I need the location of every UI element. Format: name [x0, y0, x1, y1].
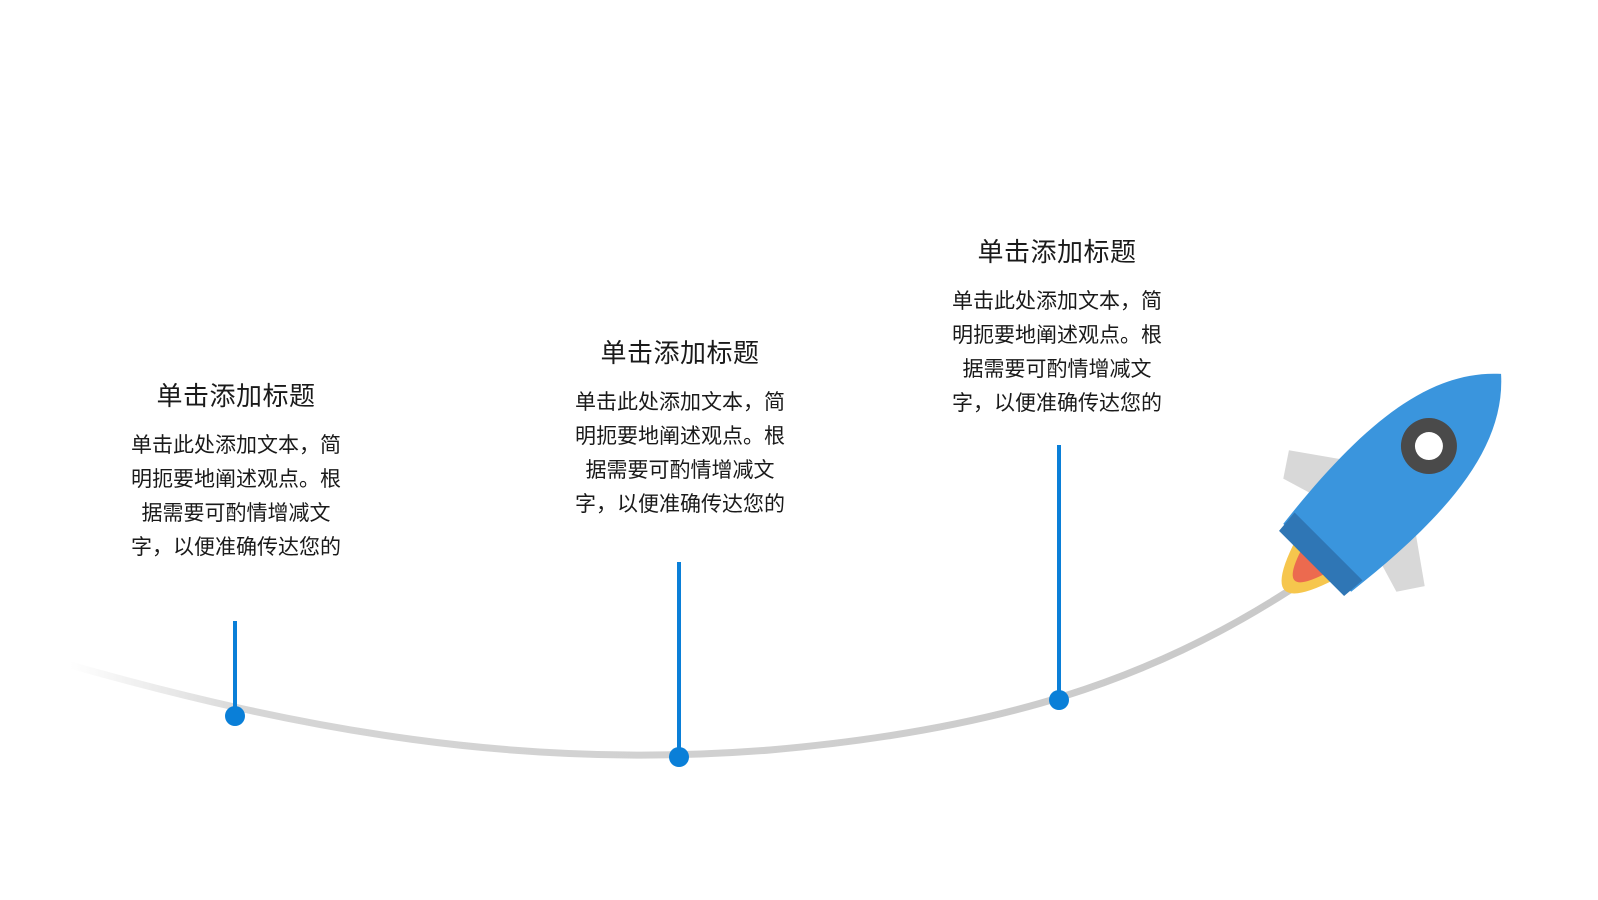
milestone-body[interactable]: 单击此处添加文本，简 明扼要地阐述观点。根 据需要可酌情增减文 字，以便准确传达… [550, 385, 810, 521]
milestone-title[interactable]: 单击添加标题 [156, 382, 316, 412]
milestone-3: 单击添加标题 单击此处添加文本，简 明扼要地阐述观点。根 据需要可酌情增减文 字… [927, 236, 1187, 420]
milestone-dot-1[interactable] [225, 706, 245, 726]
milestone-1: 单击添加标题 单击此处添加文本，简 明扼要地阐述观点。根 据需要可酌情增减文 字… [106, 380, 366, 564]
milestone-dot-2[interactable] [669, 747, 689, 767]
body-line: 单击此处添加文本，简 [952, 289, 1162, 313]
milestone-title[interactable]: 单击添加标题 [977, 238, 1137, 268]
milestone-2: 单击添加标题 单击此处添加文本，简 明扼要地阐述观点。根 据需要可酌情增减文 字… [550, 337, 810, 521]
milestone-title[interactable]: 单击添加标题 [600, 339, 760, 369]
milestone-body[interactable]: 单击此处添加文本，简 明扼要地阐述观点。根 据需要可酌情增减文 字，以便准确传达… [927, 284, 1187, 420]
body-line: 明扼要地阐述观点。根 [952, 323, 1162, 347]
body-line: 明扼要地阐述观点。根 [131, 467, 341, 491]
body-line: 据需要可酌情增减文 [141, 501, 331, 525]
milestone-body[interactable]: 单击此处添加文本，简 明扼要地阐述观点。根 据需要可酌情增减文 字，以便准确传达… [106, 428, 366, 564]
body-line: 字，以便准确传达您的 [575, 492, 785, 516]
rocket-icon [1279, 373, 1502, 596]
body-line: 字，以便准确传达您的 [952, 391, 1162, 415]
body-line: 字，以便准确传达您的 [131, 535, 341, 559]
body-line: 单击此处添加文本，简 [575, 390, 785, 414]
body-line: 明扼要地阐述观点。根 [575, 424, 785, 448]
body-line: 据需要可酌情增减文 [962, 357, 1152, 381]
milestone-dot-3[interactable] [1049, 690, 1069, 710]
body-line: 据需要可酌情增减文 [585, 458, 775, 482]
timeline-track [66, 586, 1294, 759]
body-line: 单击此处添加文本，简 [131, 433, 341, 457]
